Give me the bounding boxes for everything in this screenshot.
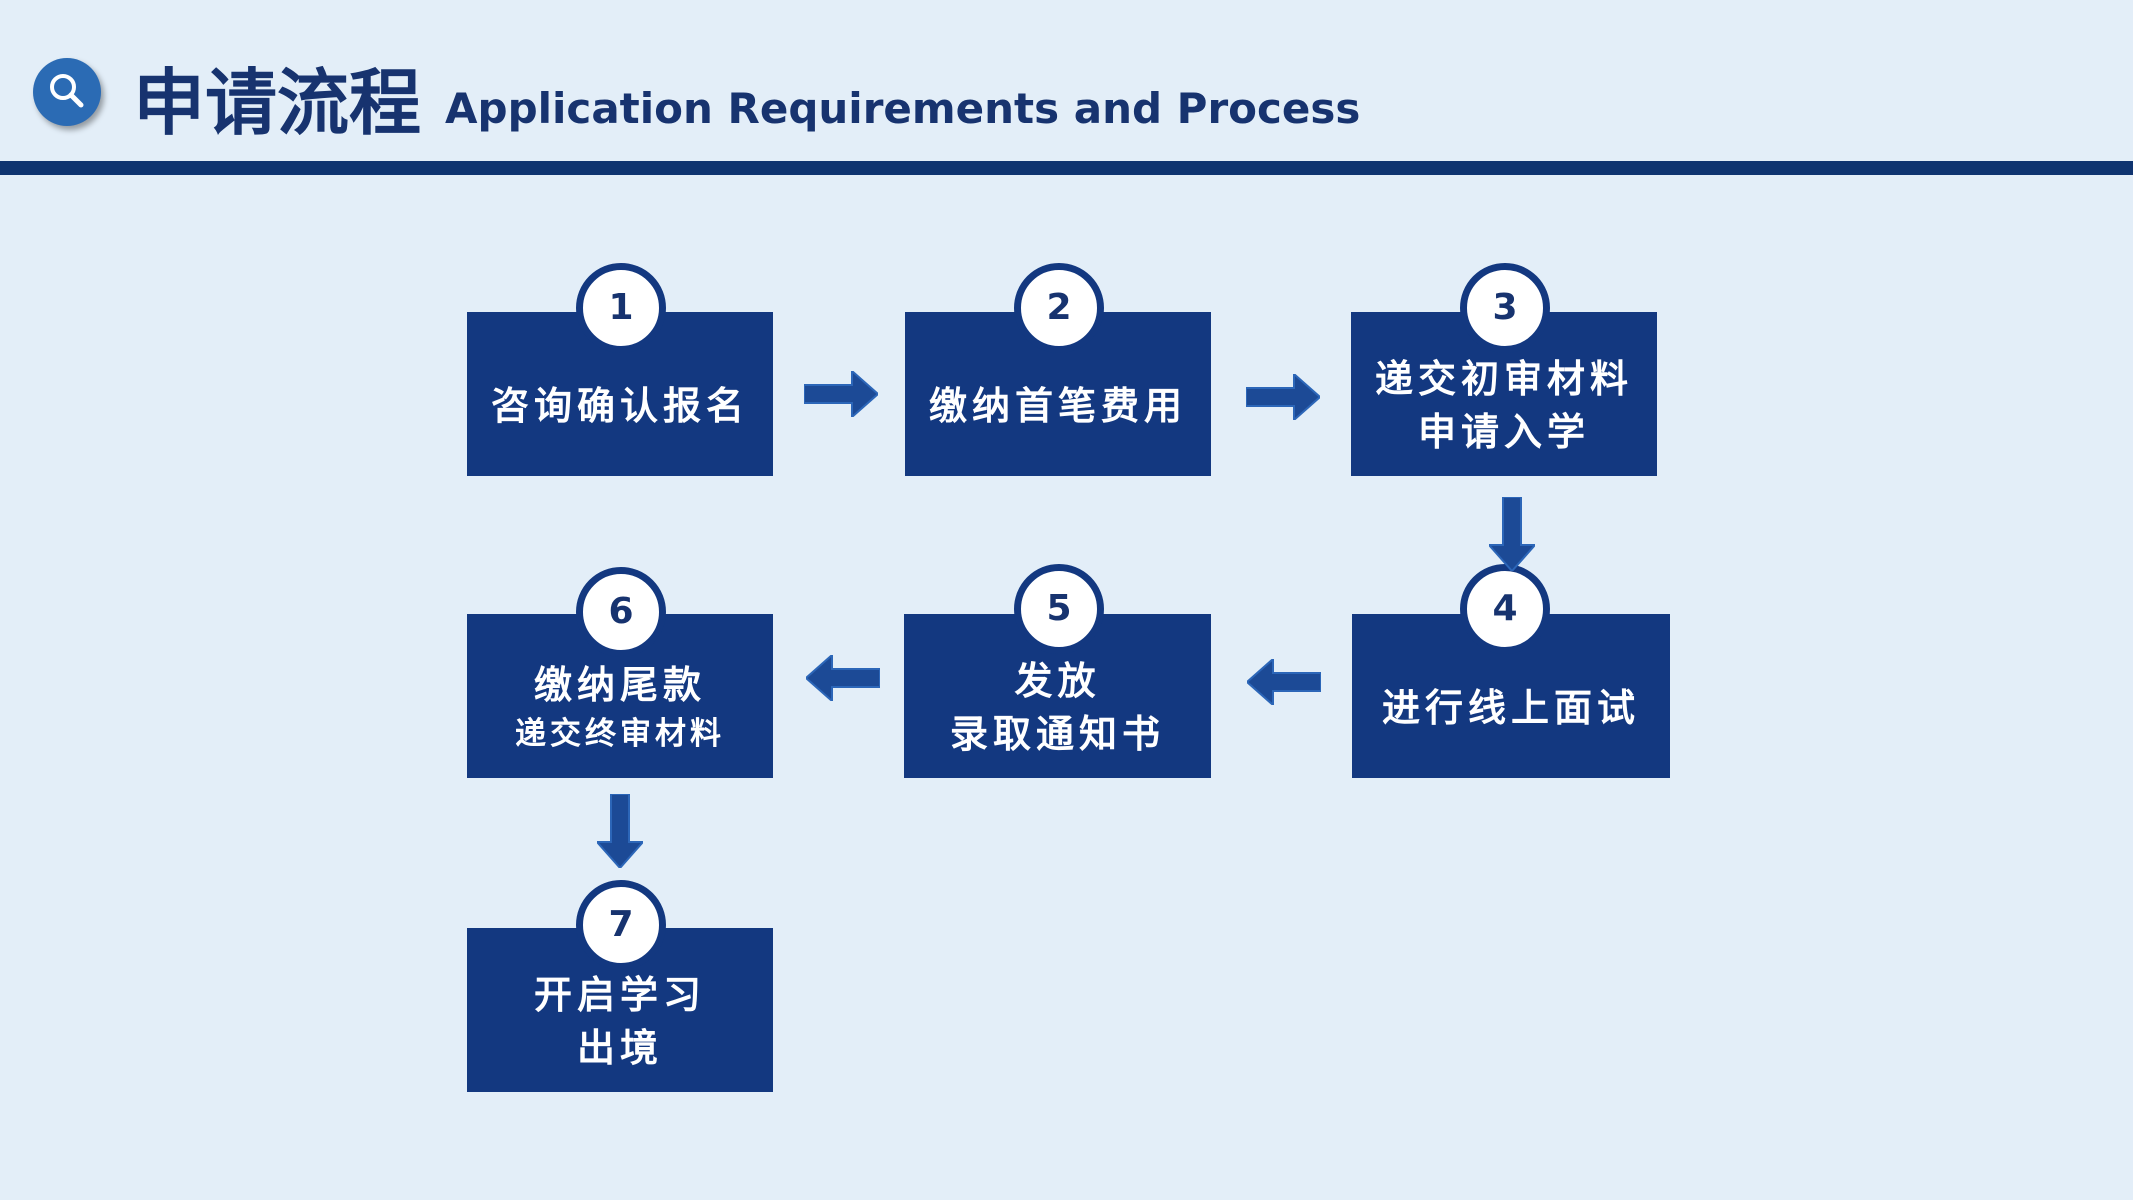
page-header: 申请流程 Application Requirements and Proces… xyxy=(0,0,2133,180)
arrow-right-icon xyxy=(804,371,878,417)
step-number-badge-5: 5 xyxy=(1014,564,1104,654)
step-label-line: 咨询确认报名 xyxy=(490,382,749,428)
step-label-line: 录取通知书 xyxy=(949,711,1165,756)
step-label-line: 递交初审材料 xyxy=(1374,356,1633,401)
step-label: 咨询确认报名 xyxy=(467,334,773,476)
step-label-line: 开启学习 xyxy=(533,972,706,1017)
step-label: 开启学习 出境 xyxy=(467,950,773,1092)
step-number-badge-6: 6 xyxy=(576,567,666,657)
step-number-badge-2: 2 xyxy=(1014,263,1104,353)
step-label: 进行线上面试 xyxy=(1352,636,1670,778)
arrow-left-icon xyxy=(806,655,880,701)
step-label-line: 递交终审材料 xyxy=(515,715,725,752)
arrow-right-icon xyxy=(1246,374,1320,420)
arrow-down-icon xyxy=(597,794,643,868)
step-label: 递交初审材料 申请入学 xyxy=(1351,334,1657,476)
step-number-badge-7: 7 xyxy=(576,880,666,970)
step-label: 缴纳尾款 递交终审材料 xyxy=(467,636,773,778)
header-divider xyxy=(0,161,2133,175)
step-label-line: 进行线上面试 xyxy=(1381,684,1640,730)
step-label-line: 发放 xyxy=(1014,658,1101,703)
page-subtitle: Application Requirements and Process xyxy=(445,84,1361,133)
step-label-line: 申请入学 xyxy=(1417,409,1590,454)
step-box-6: 缴纳尾款 递交终审材料 xyxy=(467,614,773,778)
search-icon xyxy=(33,58,101,126)
step-label: 发放 录取通知书 xyxy=(904,636,1211,778)
arrow-down-icon xyxy=(1489,497,1535,571)
page-title: 申请流程 xyxy=(133,61,422,145)
step-number-badge-3: 3 xyxy=(1460,263,1550,353)
step-label-line: 缴纳尾款 xyxy=(533,661,706,707)
step-label-line: 出境 xyxy=(576,1025,663,1070)
step-label: 缴纳首笔费用 xyxy=(905,334,1211,476)
magnifier-glyph xyxy=(50,74,84,108)
step-box-3: 递交初审材料 申请入学 xyxy=(1351,312,1657,476)
arrow-left-icon xyxy=(1247,659,1321,705)
step-number-badge-1: 1 xyxy=(576,263,666,353)
step-number-badge-4: 4 xyxy=(1460,564,1550,654)
step-label-line: 缴纳首笔费用 xyxy=(928,382,1187,428)
